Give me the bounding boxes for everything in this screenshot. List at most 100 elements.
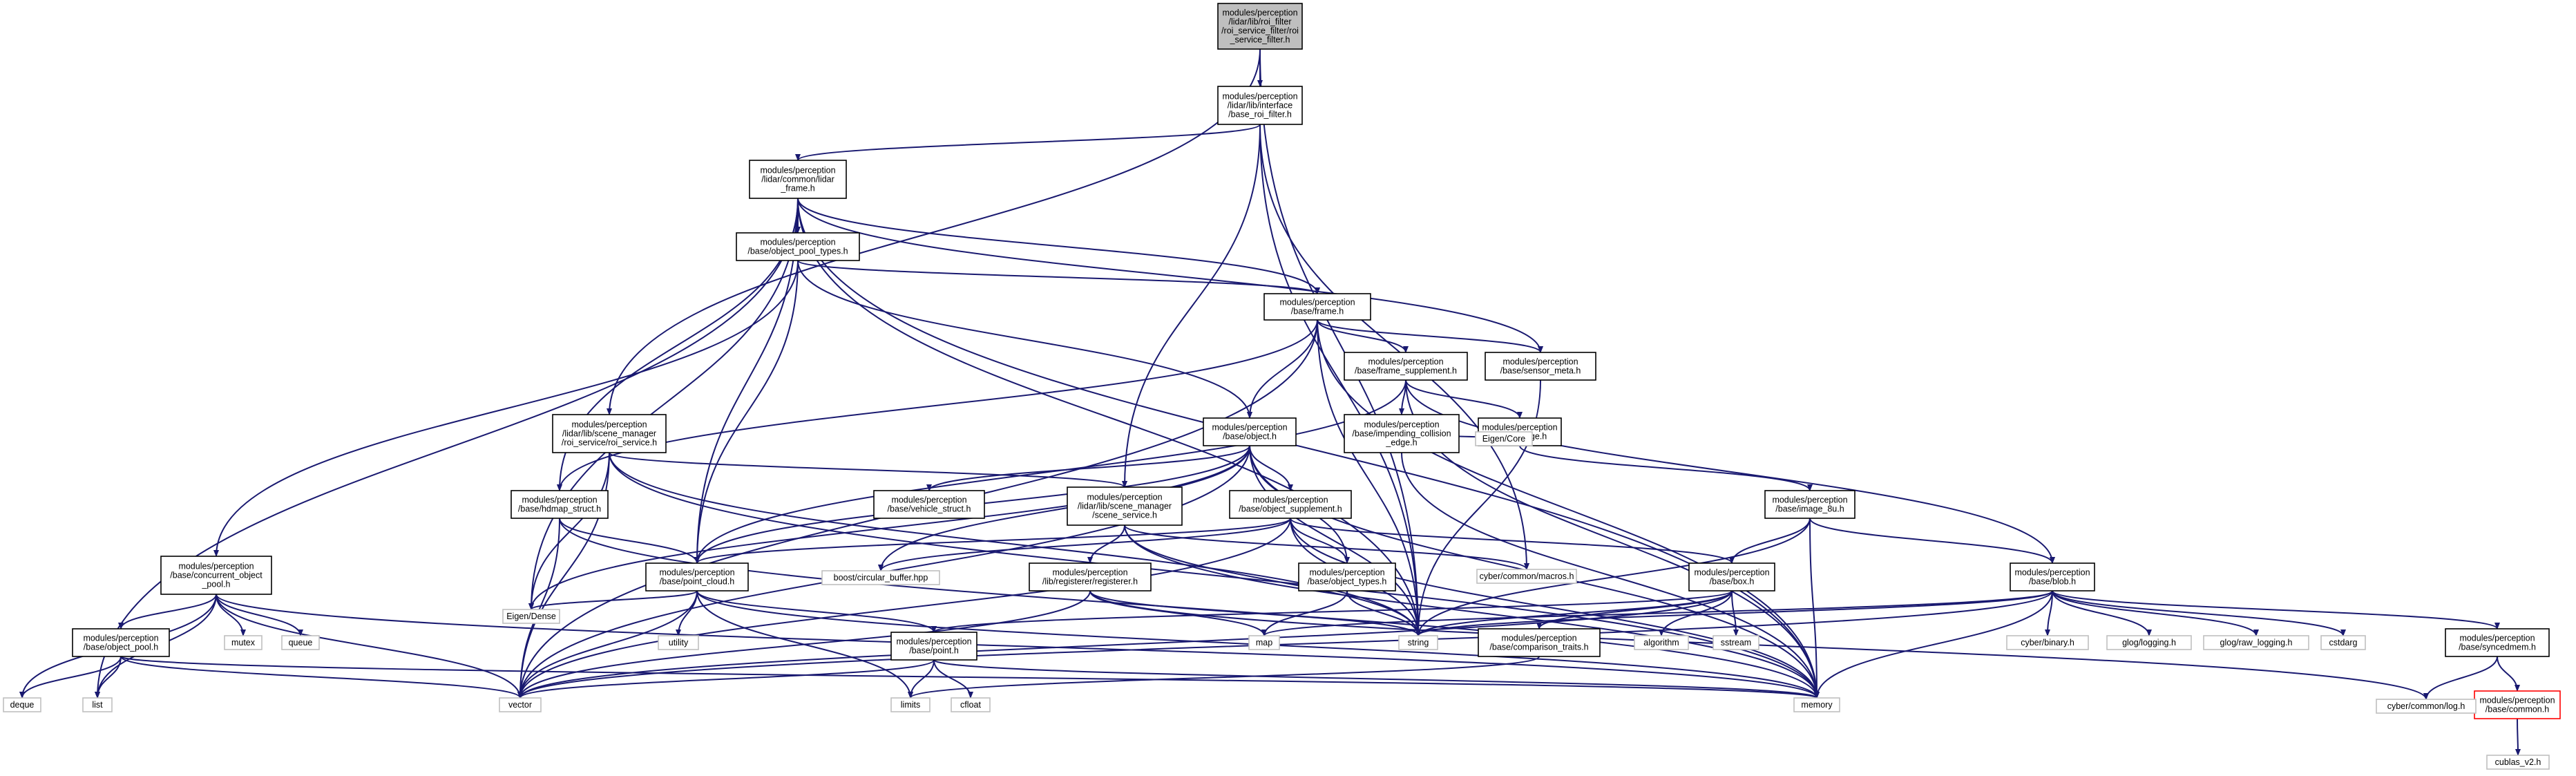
node-sstream: sstream (1712, 635, 1759, 650)
edge-concurrent_object_pool-to-queue (216, 594, 303, 636)
node-label-line: /lib/registerer/registerer.h (1042, 577, 1138, 587)
edge-object_pool-to-memory (120, 656, 1820, 699)
node-glog-raw-logging: glog/raw_logging.h (2203, 635, 2309, 650)
node-label-line: cyber/binary.h (2021, 638, 2074, 647)
node-box (1344, 414, 1460, 453)
node-box (1067, 486, 1183, 526)
node-object[interactable]: modules/perception/base/object.h (1203, 417, 1297, 446)
edge-blob-to-map (1261, 590, 2053, 636)
node-hdmap-struct[interactable]: modules/perception/base/hdmap_struct.h (511, 490, 609, 519)
node-syncedmem[interactable]: modules/perception/base/syncedmem.h (2445, 628, 2550, 657)
node-string: string (1398, 635, 1438, 650)
node-label-line: modules/perception (571, 420, 647, 430)
node-label-line: modules/perception (1368, 357, 1443, 367)
edge-blob-to-glog_logging (2052, 590, 2152, 636)
edge-object_pool_types-to-frame (797, 260, 1320, 294)
edge-blob-to-cyber_binary (2045, 590, 2053, 636)
node-label-line: modules/perception (760, 238, 835, 247)
node-label-line: /base/object_pool.h (84, 643, 158, 652)
edge-blob-to-vector (517, 590, 2053, 699)
node-box (224, 635, 263, 650)
node-image-8u[interactable]: modules/perception/base/image_8u.h (1764, 490, 1855, 519)
node-comparison-traits[interactable]: modules/perception/base/comparison_trait… (1478, 628, 1601, 657)
node-box (1476, 569, 1577, 584)
edge-object-to-eigen_dense (528, 445, 1250, 610)
edge-roi_service-to-scene_service (609, 452, 1127, 488)
node-cyber-macros: cyber/common/macros.h (1476, 569, 1577, 584)
node-point[interactable]: modules/perception/base/point.h (890, 632, 977, 661)
node-sensor-meta[interactable]: modules/perception/base/sensor_meta.h (1485, 352, 1596, 381)
node-box (1344, 352, 1468, 381)
node-box (890, 632, 977, 661)
edge-object_supplement-to-box (1290, 518, 1735, 564)
edge-frame_supplement-to-image (1405, 379, 1523, 419)
edge-object-to-vehicle_struct (926, 445, 1250, 491)
node-label-line: algorithm (1643, 638, 1679, 647)
node-box (552, 414, 667, 453)
edge-lidar_frame-to-list (95, 198, 799, 699)
node-label-line: modules/perception (1502, 357, 1578, 367)
node-cfloat: cfloat (951, 697, 991, 712)
node-blob[interactable]: modules/perception/base/blob.h (2010, 562, 2095, 592)
edge-image-to-image_8u (1519, 445, 1813, 491)
node-registerer[interactable]: modules/perception/lib/registerer/regist… (1029, 562, 1152, 592)
edge-object-to-boost_circular (878, 445, 1250, 571)
node-box (951, 697, 991, 712)
edge-image_8u-to-blob (1809, 518, 2055, 564)
node-box (821, 570, 940, 585)
node-common-h[interactable]: modules/perception/base/common.h (2474, 690, 2561, 719)
node-object-supplement[interactable]: modules/perception/base/object_supplemen… (1229, 490, 1352, 519)
node-algorithm: algorithm (1634, 635, 1689, 650)
node-label-line: /base/common.h (2486, 705, 2549, 715)
node-vehicle-struct[interactable]: modules/perception/base/vehicle_struct.h (873, 490, 985, 519)
node-scene-service[interactable]: modules/perception/lidar/lib/scene_manag… (1067, 486, 1183, 526)
node-cublas: cublas_v2.h (2486, 755, 2550, 770)
node-frame[interactable]: modules/perception/base/frame.h (1263, 293, 1371, 321)
node-box (2006, 635, 2089, 650)
edge-object_supplement-to-point_cloud (694, 518, 1291, 564)
node-box[interactable]: modules/perception/base/box.h (1688, 562, 1775, 592)
node-object-pool[interactable]: modules/perception/base/object_pool.h (72, 628, 170, 657)
node-label-line: Eigen/Dense (506, 612, 556, 621)
node-box (72, 628, 170, 657)
node-point-cloud[interactable]: modules/perception/base/point_cloud.h (645, 562, 749, 592)
edge-base_roi_filter-to-cyber_macros (1259, 124, 1529, 570)
node-lidar-frame[interactable]: modules/perception/lidar/common/lidar_fr… (749, 160, 847, 199)
edge-base_roi_filter-to-lidar_frame (795, 124, 1261, 161)
node-label-line: modules/perception (1212, 423, 1287, 433)
node-box (749, 160, 847, 199)
edge-image_8u-to-box (1729, 518, 1811, 564)
edge-concurrent_object_pool-to-vector (216, 594, 523, 699)
node-roi-service[interactable]: modules/perception/lidar/lib/scene_manag… (552, 414, 667, 453)
node-label-line: /lidar/lib/interface (1228, 101, 1293, 111)
node-box (1248, 635, 1280, 650)
edge-box-to-algorithm (1659, 590, 1733, 636)
node-roi-service-filter[interactable]: modules/perception/lidar/lib/roi_filter/… (1217, 3, 1303, 50)
node-concurrent-object-pool[interactable]: modules/perception/base/concurrent_objec… (160, 556, 272, 595)
node-label-line: glog/raw_logging.h (2220, 638, 2293, 647)
node-box (1217, 3, 1303, 50)
edge-roi_service-to-eigen_dense (528, 452, 610, 610)
node-label-line: utility (669, 638, 689, 647)
node-label-line: modules/perception (2479, 696, 2555, 706)
node-label-line: /base/concurrent_object (170, 571, 263, 580)
node-limits: limits (890, 697, 931, 712)
node-label-line: limits (901, 700, 920, 710)
edge-scene_service-to-cyber_macros (1124, 524, 1529, 570)
node-vector: vector (499, 697, 542, 712)
node-box (736, 232, 860, 261)
edge-frame-to-frame_supplement (1317, 319, 1409, 353)
edge-image_8u-to-string (1415, 518, 1811, 636)
node-base-roi-filter[interactable]: modules/perception/lidar/lib/interface/b… (1217, 86, 1303, 125)
node-box (645, 562, 749, 592)
node-impending-collision-edge[interactable]: modules/perception/base/impending_collis… (1344, 414, 1460, 453)
edge-object_pool-to-list (95, 656, 122, 699)
node-object-types[interactable]: modules/perception/base/object_types.h (1298, 562, 1396, 592)
edge-object_pool_types-to-point_cloud (694, 260, 799, 564)
edge-point-to-cfloat (933, 659, 973, 699)
node-object-pool-types[interactable]: modules/perception/base/object_pool_type… (736, 232, 860, 261)
node-frame-supplement[interactable]: modules/perception/base/frame_supplement… (1344, 352, 1468, 381)
edge-impending_collision_edge-to-memory (1401, 452, 1820, 699)
edge-comparison_traits-to-limits (908, 656, 1540, 699)
node-eigen-dense: Eigen/Dense (502, 609, 560, 624)
